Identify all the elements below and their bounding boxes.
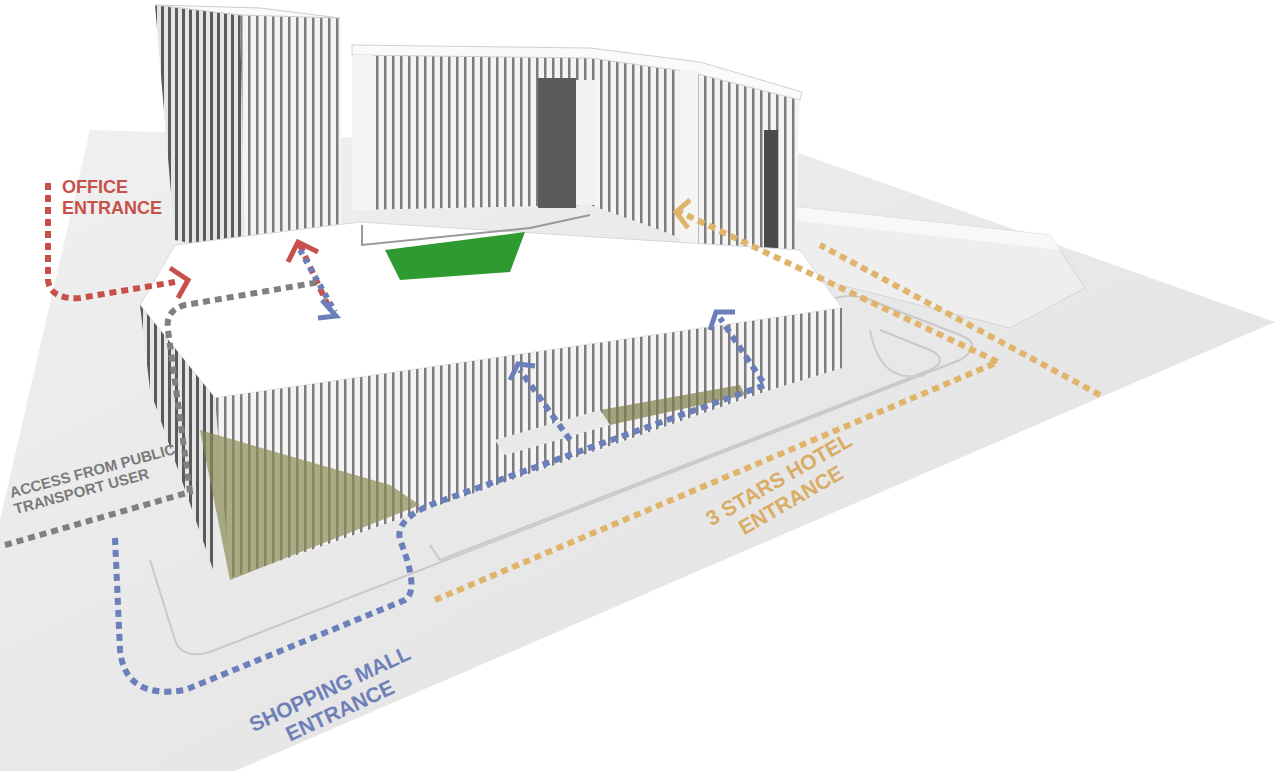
mall-path <box>115 318 765 692</box>
mall-path-2 <box>520 370 570 440</box>
office-tower-top <box>155 5 340 18</box>
office-head <box>170 268 188 298</box>
office-head-2 <box>288 242 318 262</box>
planting-left <box>200 430 420 580</box>
mall-head-2 <box>510 364 535 380</box>
hotel-wall-left <box>352 55 372 210</box>
courtyard-edge <box>362 215 590 245</box>
mall-path-3 <box>300 250 335 312</box>
hotel-head <box>676 200 690 228</box>
hotel-stair <box>764 130 778 250</box>
office-tower-front <box>240 15 342 255</box>
transport-path <box>5 282 320 545</box>
access-paths <box>5 183 1100 692</box>
hotel-path <box>435 212 998 600</box>
office-label: OFFICE ENTRANCE <box>62 177 174 218</box>
office-tower-side <box>155 5 245 255</box>
courtyard-green <box>385 232 525 280</box>
hotel-path-2 <box>820 245 1100 395</box>
road-curb-right <box>870 330 925 377</box>
mall-head <box>318 300 336 318</box>
arrow-heads <box>170 200 735 380</box>
hotel-core-face <box>576 80 596 205</box>
hotel-core <box>538 78 576 208</box>
mall-head-3 <box>710 312 735 330</box>
